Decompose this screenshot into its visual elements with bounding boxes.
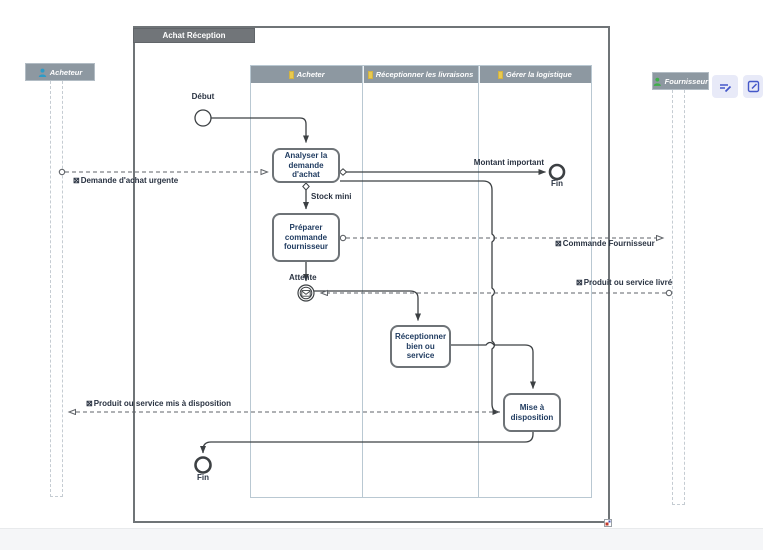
conditional-diamond-icon: [338, 168, 348, 176]
lane-label: Réceptionner les livraisons: [375, 70, 474, 79]
task-label: Analyser la demande d'achat: [284, 151, 328, 180]
open-in-editor-button[interactable]: [743, 75, 763, 98]
lane-label: Gérer la logistique: [505, 70, 572, 79]
task-label: Préparer commande fournisseur: [283, 223, 328, 252]
lane-marker-icon: [367, 70, 373, 79]
lane-gerer-logistique: Gérer la logistique: [477, 66, 591, 497]
participant-acheteur[interactable]: Acheteur: [25, 63, 95, 81]
lane-header-gerer-logistique[interactable]: Gérer la logistique: [478, 66, 591, 83]
open-in-editor-icon: [747, 80, 759, 93]
envelope-icon: ⊠: [555, 239, 562, 248]
flow-receptionner-to-mise[interactable]: [451, 341, 536, 389]
flow-analyser-to-mise[interactable]: [340, 180, 500, 415]
message-source-dot: [665, 289, 673, 297]
lane-set: Acheter Réceptionner les livraisons Gére…: [250, 65, 592, 498]
message-label-commande: ⊠Commande Fournisseur: [555, 239, 655, 248]
message-label-livre: ⊠Produit ou service livré: [576, 278, 673, 287]
envelope-icon: [301, 290, 311, 297]
message-source-dot: [58, 168, 66, 176]
end-event-fin-top[interactable]: [548, 163, 566, 181]
envelope-icon: ⊠: [86, 399, 93, 408]
diagram-marker-icon: [604, 519, 612, 527]
flow-debut-to-analyser[interactable]: [211, 117, 309, 143]
acheteur-lifeline: [50, 81, 63, 497]
task-label: Mise à disposition: [510, 402, 554, 422]
start-event-debut[interactable]: [194, 109, 212, 127]
task-receptionner[interactable]: Réceptionner bien ou service: [390, 325, 451, 368]
message-label-demande: ⊠Demande d'achat urgente: [73, 176, 179, 185]
intermediate-event-attente[interactable]: [297, 284, 315, 302]
lane-marker-icon: [288, 70, 294, 79]
task-analyser[interactable]: Analyser la demande d'achat: [272, 148, 340, 183]
edit-name-icon: [720, 83, 732, 92]
lane-receptionner: Réceptionner les livraisons: [362, 66, 478, 497]
pool-title: Achat Réception: [162, 31, 226, 40]
envelope-icon: ⊠: [73, 176, 80, 185]
task-preparer[interactable]: Préparer commande fournisseur: [272, 213, 340, 262]
flow-mise-to-fin[interactable]: [200, 432, 534, 454]
task-mise-a-disposition[interactable]: Mise à disposition: [503, 393, 561, 432]
end-event-label-top: Fin: [551, 179, 563, 188]
bottom-panel: [0, 528, 763, 550]
conditional-diamond-icon: [302, 182, 310, 191]
participant-label: Acheteur: [49, 67, 83, 77]
lane-header-receptionner[interactable]: Réceptionner les livraisons: [363, 66, 478, 83]
participant-label: Fournisseur: [664, 76, 708, 86]
end-event-fin-bottom[interactable]: [194, 456, 212, 474]
lane-acheter: Acheter: [251, 66, 363, 497]
person-icon: [653, 77, 661, 86]
pool-title-tab[interactable]: Achat Réception: [133, 28, 255, 43]
participant-fournisseur[interactable]: Fournisseur: [652, 72, 709, 90]
flow-label-stock-mini: Stock mini: [311, 192, 352, 201]
event-label-attente: Attente: [289, 273, 317, 282]
edit-name-button[interactable]: [712, 75, 738, 98]
task-label: Réceptionner bien ou service: [394, 332, 447, 361]
end-event-label-bottom: Fin: [197, 473, 209, 482]
flow-label-montant-important: Montant important: [473, 158, 544, 167]
message-source-dot: [339, 234, 347, 242]
fournisseur-lifeline: [672, 90, 685, 505]
flow-attente-to-receptionner[interactable]: [314, 290, 421, 321]
envelope-icon: ⊠: [576, 278, 583, 287]
lane-header-acheter[interactable]: Acheter: [251, 66, 363, 83]
lane-marker-icon: [497, 70, 503, 79]
lane-label: Acheter: [296, 70, 325, 79]
message-label-mise-dispo: ⊠Produit ou service mis à disposition: [86, 399, 232, 408]
start-event-label: Début: [191, 92, 215, 101]
person-icon: [38, 68, 46, 77]
